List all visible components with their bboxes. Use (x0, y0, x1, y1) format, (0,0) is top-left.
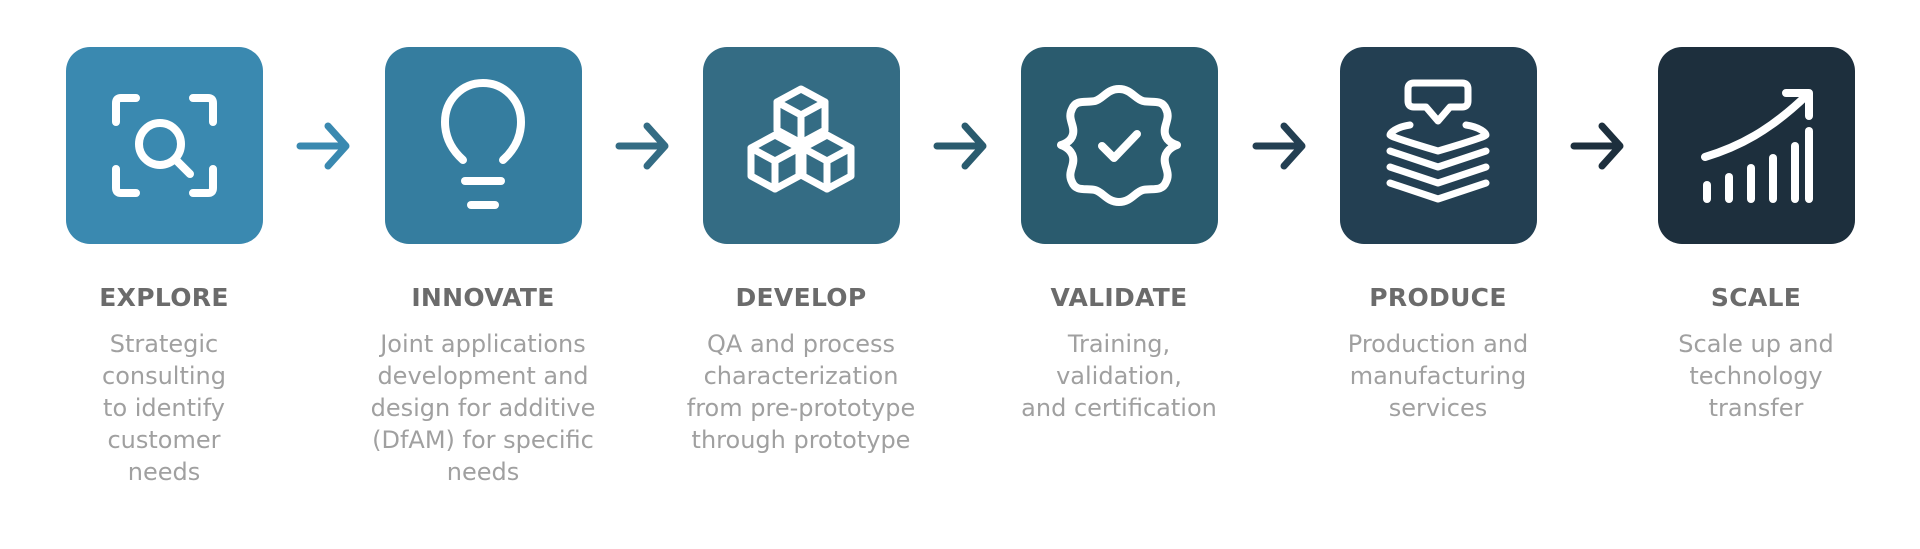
step-tile-produce (1340, 47, 1537, 244)
scan-search-icon (112, 94, 217, 197)
arrow-icon (1570, 116, 1626, 176)
step-title: INNOVATE (411, 283, 555, 312)
step-description: Joint applications development and desig… (370, 330, 596, 486)
step-explore: EXPLORE Strategic consulting to identify… (34, 280, 294, 488)
arrow-icon (1252, 116, 1308, 176)
step-tile-scale (1658, 47, 1855, 244)
step-validate: VALIDATE Training, validation, and certi… (989, 280, 1249, 424)
step-title: DEVELOP (735, 283, 867, 312)
step-tile-validate (1021, 47, 1218, 244)
step-title: PRODUCE (1369, 283, 1507, 312)
step-scale: SCALE Scale up and technology transfer (1626, 280, 1886, 424)
step-description: Production and manufacturing services (1347, 330, 1529, 422)
step-description: Training, validation, and certification (1021, 330, 1217, 422)
step-tile-innovate (385, 47, 582, 244)
lightbulb-icon (441, 79, 525, 209)
step-innovate: INNOVATE Joint applications development … (353, 280, 613, 488)
verified-badge-icon (1057, 85, 1181, 206)
step-title: EXPLORE (99, 283, 229, 312)
cubes-icon (747, 85, 855, 193)
growth-chart-icon (1701, 89, 1813, 203)
step-tile-develop (703, 47, 900, 244)
step-tile-explore (66, 47, 263, 244)
step-develop: DEVELOP QA and process characterization … (671, 280, 931, 456)
step-title: SCALE (1710, 283, 1802, 312)
step-title: VALIDATE (1050, 283, 1188, 312)
step-description: QA and process characterization from pre… (686, 330, 916, 454)
arrow-icon (615, 116, 671, 176)
arrow-icon (933, 116, 989, 176)
step-description: Scale up and technology transfer (1678, 330, 1834, 422)
step-description: Strategic consulting to identify custome… (102, 330, 226, 486)
arrow-icon (296, 116, 352, 176)
layers-stack-icon (1386, 79, 1490, 203)
step-produce: PRODUCE Production and manufacturing ser… (1308, 280, 1568, 424)
